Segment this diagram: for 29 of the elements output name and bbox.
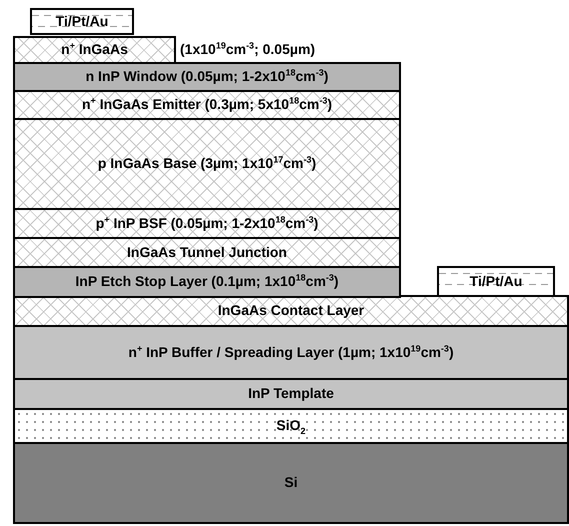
layer-label: n$^{+}$ InP Buffer / Spreading Layer (1µm; 1x10$^{19}$cm$^{-3}$) xyxy=(128,344,454,360)
semiconductor-layer xyxy=(13,378,569,410)
layer-label: p InGaAs Base (3µm; 1x10$^{17}$cm$^{-3}$) xyxy=(98,156,316,172)
layer-annotation: (1x10$^{19}$cm$^{-3}$; 0.05µm) xyxy=(180,41,316,57)
layer-label: n$^{+}$ InGaAs xyxy=(61,42,128,58)
layer-label: InP Etch Stop Layer (0.1µm; 1x10$^{18}$cm$^{-3}$) xyxy=(75,274,339,290)
metal-contact-layer xyxy=(30,8,134,35)
layer-label: Ti/Pt/Au xyxy=(470,274,522,290)
semiconductor-layer xyxy=(13,90,401,120)
substrate-layer xyxy=(13,442,569,524)
semiconductor-layer xyxy=(13,208,401,239)
semiconductor-layer xyxy=(13,295,569,327)
layer-label: Si xyxy=(284,475,298,491)
layer-label: InGaAs Tunnel Junction xyxy=(127,244,287,260)
semiconductor-layer xyxy=(13,36,176,64)
layer-label: SiO$_{2}$ xyxy=(276,418,306,434)
layer-label: InP Template xyxy=(248,386,334,402)
metal-contact-layer xyxy=(437,266,555,297)
semiconductor-layer xyxy=(13,237,401,268)
semiconductor-layer xyxy=(13,266,401,298)
semiconductor-layer xyxy=(13,62,401,92)
semiconductor-layer xyxy=(13,118,401,210)
semiconductor-layer xyxy=(13,325,569,380)
layer-label: InGaAs Contact Layer xyxy=(218,303,364,319)
oxide-layer xyxy=(13,408,569,444)
layer-label: p$^{+}$ InP BSF (0.05µm; 1-2x10$^{18}$cm$^{-3}$) xyxy=(96,216,318,232)
layer-label: n InP Window (0.05µm; 1-2x10$^{18}$cm$^{-3}$) xyxy=(86,69,328,85)
layer-label: Ti/Pt/Au xyxy=(56,14,108,30)
layer-label: n$^{+}$ InGaAs Emitter (0.3µm; 5x10$^{18}$cm$^{-3}$) xyxy=(82,97,332,113)
